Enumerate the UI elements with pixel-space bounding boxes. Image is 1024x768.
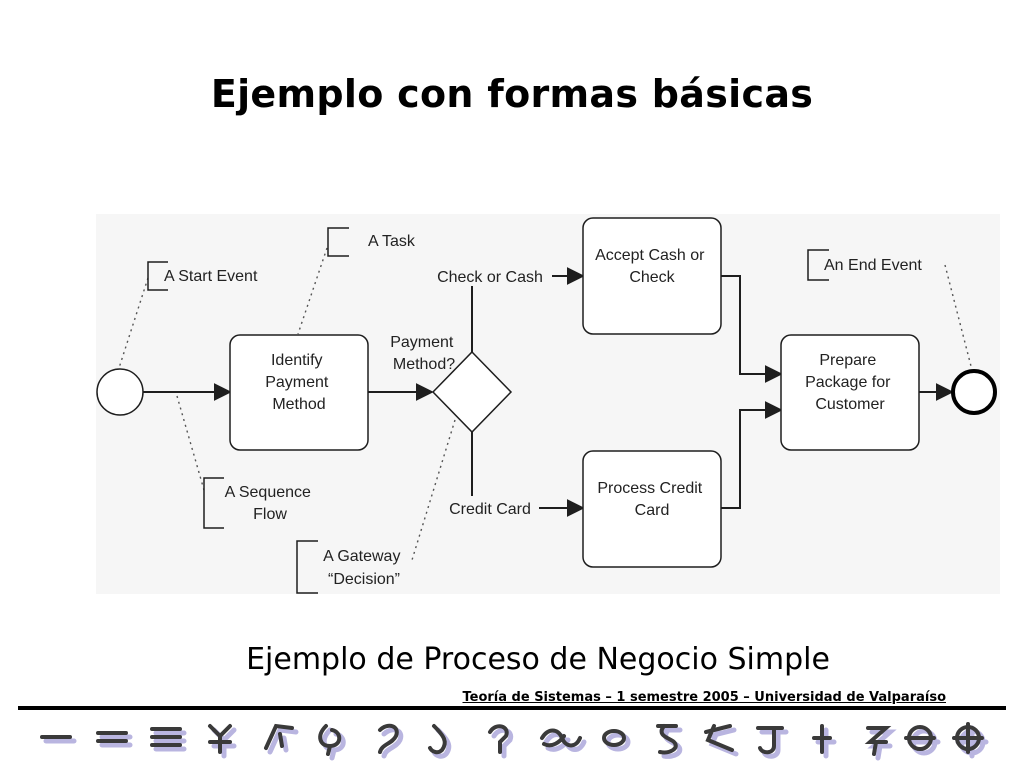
glyph-symbol — [428, 724, 447, 755]
flow-label-credit: Credit Card — [449, 501, 531, 518]
gateway-label-line: Method? — [393, 356, 455, 373]
gateway-label-line: Payment — [390, 334, 454, 351]
association-gateway — [411, 419, 456, 561]
annotation-bracket-sequence — [203, 477, 224, 529]
task-identify-label: Identify Payment Method — [265, 352, 333, 413]
footer-course-info: Teoría de Sistemas – 1 semestre 2005 – U… — [462, 690, 946, 705]
task-identify-payment — [229, 334, 369, 451]
glyph-symbol — [756, 726, 784, 755]
flow-accept-to-prepare — [721, 275, 783, 383]
gateway-label: Payment Method? — [390, 334, 458, 373]
glyph-shadow — [707, 727, 739, 757]
association-sequence-flow — [176, 395, 205, 491]
glyph-shadow — [321, 727, 346, 761]
annotation-bracket-end — [807, 249, 829, 281]
glyph-symbol — [656, 724, 678, 755]
flow-label-cash: Check or Cash — [437, 269, 543, 286]
gateway-diamond — [431, 350, 513, 434]
task-accept-line: Accept Cash or — [595, 247, 705, 264]
glyph-symbol — [264, 723, 294, 750]
annotation-gateway-line: “Decision” — [328, 571, 400, 588]
task-prepare-line: Customer — [815, 396, 885, 413]
glyph-symbol — [602, 729, 626, 747]
flow-gateway-to-accept — [471, 275, 550, 352]
flow-process-to-prepare — [721, 401, 783, 509]
annotation-task: A Task — [368, 233, 416, 250]
task-prepare-line: Prepare — [819, 352, 876, 369]
glyph-symbol — [488, 724, 509, 754]
glyph-symbol — [540, 728, 582, 748]
annotation-sequence-flow: A Sequence Flow — [225, 484, 316, 523]
annotation-start-event: A Start Event — [164, 268, 258, 285]
end-event-circle — [951, 369, 997, 415]
annotation-sequence-line: A Sequence — [225, 484, 311, 501]
association-task — [297, 247, 328, 335]
footer-divider — [18, 706, 1006, 710]
association-end-event — [944, 264, 973, 371]
task-identify-line: Payment — [265, 374, 329, 391]
task-process-label: Process Credit Card — [597, 480, 706, 519]
task-prepare-package — [780, 334, 920, 451]
task-accept-label: Accept Cash or Check — [595, 247, 709, 286]
glyph-shadow — [267, 727, 299, 755]
glyph-symbol — [864, 726, 892, 756]
annotation-bracket-start — [147, 261, 168, 291]
slide-title: Ejemplo con formas básicas — [210, 72, 814, 116]
decorative-glyph-strip — [40, 722, 989, 761]
glyph-shadow — [381, 727, 404, 759]
task-process-line: Process Credit — [597, 480, 702, 497]
annotation-gateway-line: A Gateway — [323, 548, 400, 565]
task-identify-line: Identify — [271, 352, 323, 369]
annotation-gateway: A Gateway “Decision” — [323, 548, 405, 588]
association-start-event — [118, 277, 149, 369]
glyph-symbol — [812, 724, 832, 754]
task-accept-cash — [582, 217, 722, 335]
annotation-bracket-task — [327, 227, 349, 257]
start-event-circle — [96, 368, 144, 416]
slide-caption: Ejemplo de Proceso de Negocio Simple — [246, 642, 830, 677]
glyph-symbol — [208, 724, 232, 754]
glyph-symbol — [318, 724, 342, 756]
annotation-sequence-line: Flow — [253, 506, 287, 523]
glyph-symbol — [704, 724, 734, 752]
task-prepare-label: Prepare Package for Customer — [805, 352, 895, 413]
glyph-symbol — [378, 723, 399, 754]
annotation-end-event: An End Event — [824, 257, 922, 274]
annotation-bracket-gateway — [296, 540, 318, 594]
task-process-credit — [582, 450, 722, 568]
task-identify-line: Method — [272, 396, 325, 413]
task-prepare-line: Package for — [805, 374, 891, 391]
task-accept-line: Check — [629, 269, 675, 286]
task-process-line: Card — [635, 502, 670, 519]
